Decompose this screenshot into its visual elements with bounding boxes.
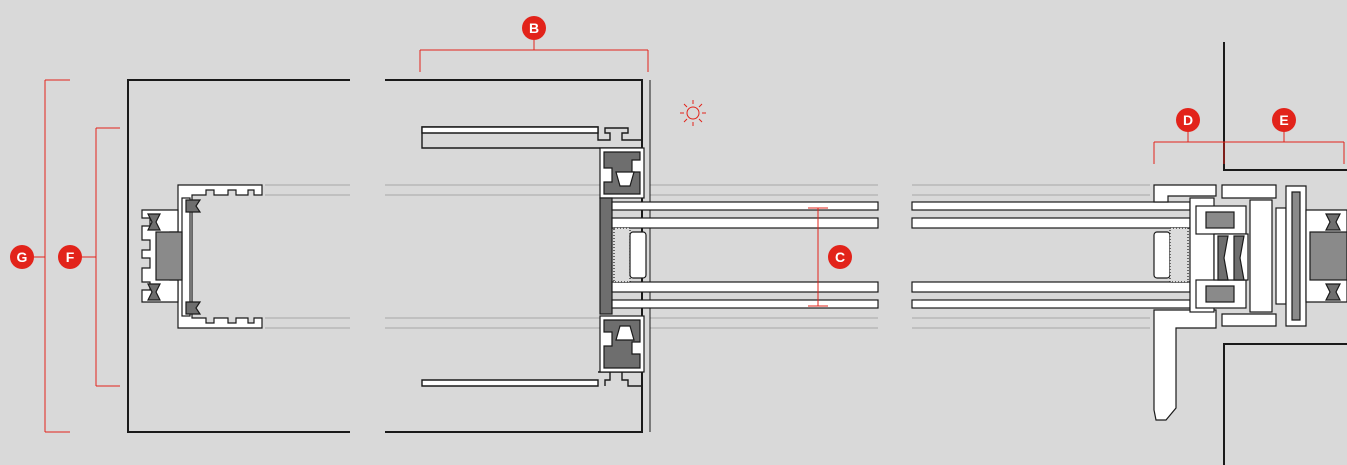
- dimension-badge-b: B: [522, 16, 546, 40]
- right-side-profile: [1153, 184, 1347, 421]
- dimension-lines: [34, 40, 1345, 433]
- wall-outline: [1223, 42, 1347, 465]
- dimension-badge-c: C: [828, 245, 852, 269]
- dimension-badge-e: E: [1272, 108, 1296, 132]
- dimension-badge-f: F: [58, 245, 82, 269]
- center-glazing-clamps: [599, 147, 645, 373]
- glazing-unit-left: [599, 197, 879, 315]
- dimension-badge-g: G: [10, 245, 34, 269]
- glass-reference-lines: [265, 184, 1150, 329]
- sun-icon: [680, 100, 706, 126]
- return-fins: [421, 126, 643, 387]
- left-mullion-profile: [141, 184, 263, 329]
- dimension-badge-d: D: [1176, 108, 1200, 132]
- glazing-unit-right: [911, 201, 1191, 309]
